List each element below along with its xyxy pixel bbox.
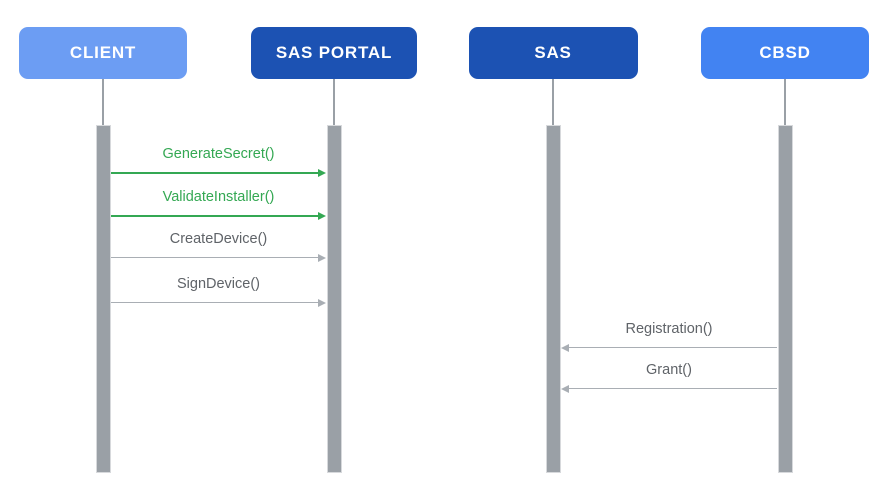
message-label: CreateDevice() (169, 231, 268, 247)
actor-label-sas-portal: SAS PORTAL (275, 43, 393, 62)
actor-sas: SAS (468, 27, 638, 79)
activation-bar-cbsd (777, 125, 793, 473)
message-arrow-line (111, 172, 318, 174)
actor-label-cbsd: CBSD (759, 43, 811, 62)
activation-bar-sas-portal (326, 125, 342, 473)
lifeline-sas (552, 79, 554, 127)
message-label: ValidateInstaller() (162, 189, 275, 205)
message-arrow-line (111, 302, 318, 303)
message-arrowhead (318, 211, 326, 220)
message-label: Grant() (646, 362, 692, 378)
activation-bar-sas (545, 125, 561, 473)
actor-label-client: CLIENT (69, 43, 137, 62)
lifeline-client (102, 79, 104, 127)
message-arrowhead (561, 384, 569, 393)
message-arrowhead (561, 343, 569, 352)
message-arrow-line (111, 257, 318, 258)
message-arrow-line (569, 347, 777, 348)
activation-bar-client (95, 125, 111, 473)
lifeline-cbsd (784, 79, 786, 127)
message-label: Registration() (625, 321, 713, 337)
message-label: SignDevice() (177, 276, 260, 292)
message-arrow-line (569, 388, 777, 389)
actor-cbsd: CBSD (701, 27, 869, 79)
lifeline-sas-portal (333, 79, 335, 127)
message-arrowhead (318, 298, 326, 307)
actor-label-sas: SAS (534, 43, 572, 62)
actor-sas-portal: SAS PORTAL (251, 27, 417, 79)
message-label: GenerateSecret() (162, 146, 275, 162)
message-arrowhead (318, 253, 326, 262)
message-arrow-line (111, 215, 318, 217)
actor-client: CLIENT (19, 27, 187, 79)
message-arrowhead (318, 168, 326, 177)
